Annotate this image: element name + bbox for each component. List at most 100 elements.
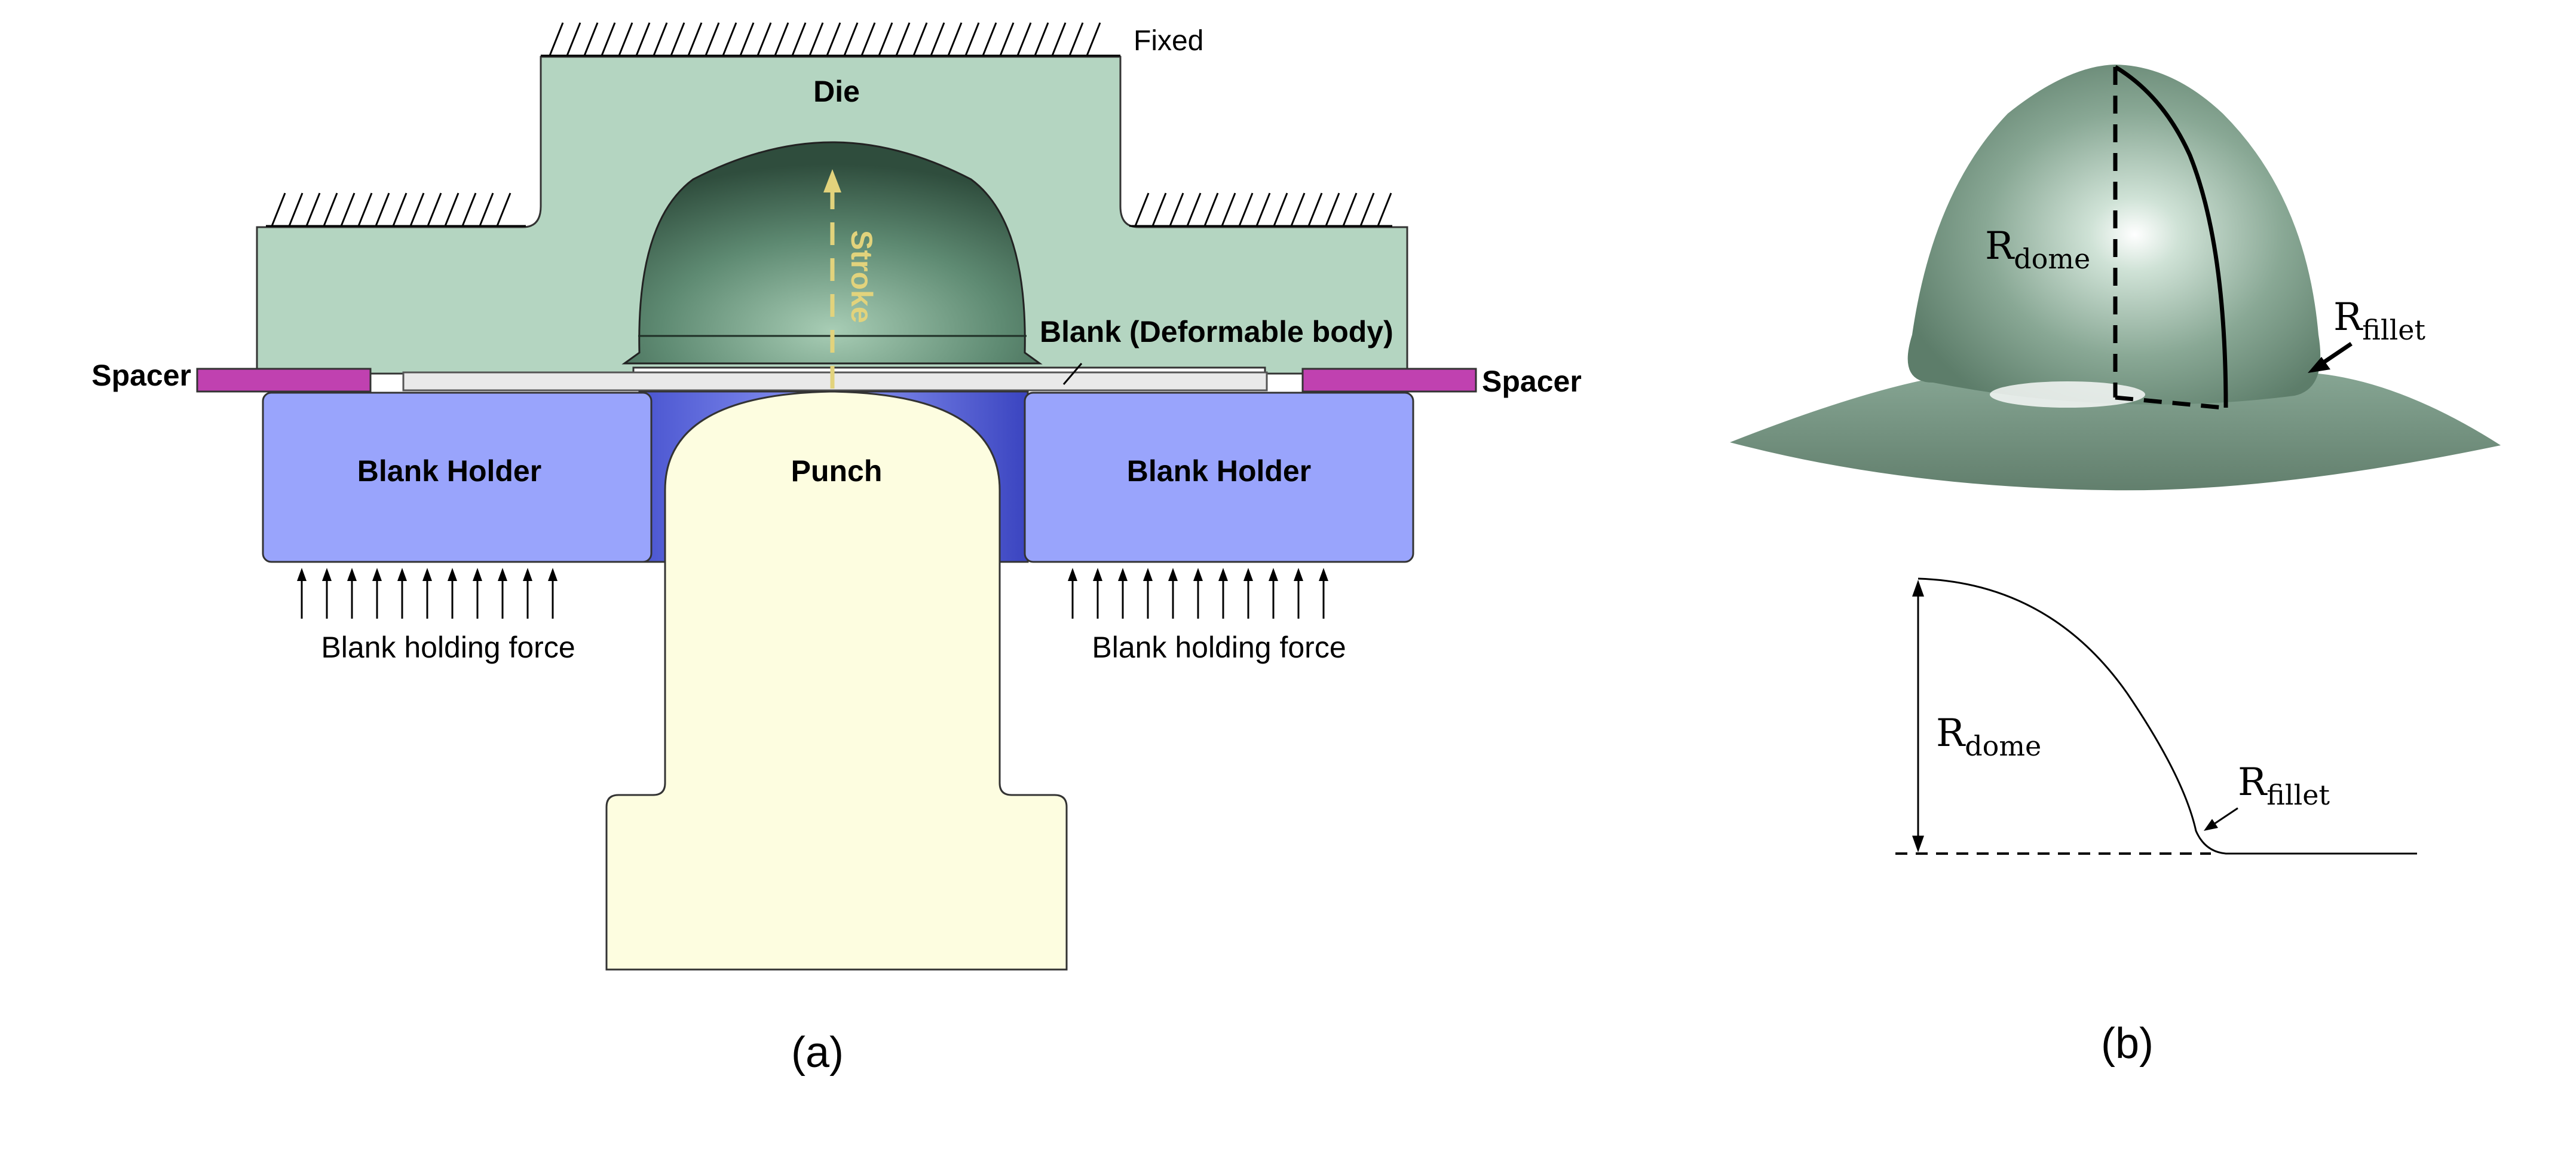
spacer-left-label: Spacer [91, 359, 191, 392]
hatch-line [843, 22, 859, 56]
r-dome-label-3d: Rdome [1985, 224, 2090, 275]
hatch-line [323, 192, 338, 227]
force-arrow-head [347, 568, 357, 581]
r-symbol: R [2333, 295, 2363, 340]
hatch-line [1051, 22, 1067, 56]
fillet-subscript: fillet [2266, 779, 2330, 811]
hatch-line [722, 22, 737, 56]
stroke-label: Stroke [845, 230, 878, 323]
blank-holder-left [262, 392, 653, 563]
hatch-line [375, 192, 390, 227]
hatch-line [1151, 192, 1167, 227]
hatch-line [635, 22, 651, 56]
force-arrows-right [1068, 568, 1328, 619]
hatch-line [860, 22, 876, 56]
force-arrow-head [1319, 568, 1328, 581]
r-symbol: R [2238, 760, 2268, 805]
force-arrow-head [448, 568, 457, 581]
force-arrow-head [548, 568, 558, 581]
hatch-line [1325, 192, 1340, 227]
hatch-line [947, 22, 963, 56]
r-symbol: R [1936, 711, 1966, 756]
hatch-line [1034, 22, 1049, 56]
hatch-line [964, 22, 980, 56]
panel-a: Fixed Die Stroke Blank (Deformable body)… [91, 22, 1582, 1077]
hatch-line [479, 192, 494, 227]
die-dome-cavity [621, 141, 1043, 365]
force-arrow-head [322, 568, 332, 581]
hatch-line [808, 22, 824, 56]
hatch-left [271, 192, 511, 227]
hatch-line [357, 192, 373, 227]
r-symbol: R [1985, 224, 2015, 268]
blank-leader [1062, 363, 1083, 385]
dome-flange [1730, 374, 2501, 491]
hatch-line [1377, 192, 1392, 227]
hatch-line [1255, 192, 1271, 227]
hatch-line [288, 192, 304, 227]
hatch-line [1169, 192, 1184, 227]
stroke-arrow-head [823, 169, 841, 192]
hatch-line [1307, 192, 1323, 227]
hatch-line [912, 22, 928, 56]
hatch-line [409, 192, 425, 227]
hatch-line [895, 22, 911, 56]
hatch-line [705, 22, 720, 56]
blank-label: Blank (Deformable body) [1040, 315, 1393, 348]
hatch-right [1134, 192, 1392, 227]
hatch-line [444, 192, 460, 227]
hatch-line [791, 22, 807, 56]
r-fillet-label-2d: Rfillet [2238, 760, 2330, 811]
caption-a: (a) [791, 1029, 844, 1077]
hatch-line [1134, 192, 1150, 227]
blank-sheet [402, 371, 1268, 392]
hatch-top [549, 22, 1101, 56]
fixed-label: Fixed [1134, 25, 1203, 57]
r-fillet-label-3d: Rfillet [2333, 295, 2426, 346]
hatch-line [1068, 22, 1084, 56]
force-arrow-head [1068, 568, 1077, 581]
punch-body [605, 390, 1068, 971]
hatch-line [1342, 192, 1358, 227]
hatch-line [1016, 22, 1032, 56]
panel-b: Rdome Rfillet Rdome Rfillet (b) [1730, 65, 2501, 1068]
force-arrow-head [1243, 568, 1253, 581]
hatch-line [566, 22, 581, 56]
force-arrow-head [523, 568, 532, 581]
hatch-line [271, 192, 286, 227]
hatch-line [930, 22, 945, 56]
dimension-arrow-top [1912, 580, 1924, 597]
force-arrow-head [397, 568, 407, 581]
hatch-line [670, 22, 685, 56]
r-fillet-arrow-2d [2210, 807, 2238, 827]
force-arrow-head [1143, 568, 1153, 581]
r-fillet-arrowhead-2d [2204, 819, 2218, 831]
dome-shell [1907, 65, 2321, 405]
profile-2d-curve [1918, 577, 2417, 855]
hatch-line [1238, 192, 1254, 227]
hatch-line [392, 192, 408, 227]
dome-subscript: dome [1965, 730, 2041, 762]
caption-b: (b) [2101, 1020, 2154, 1068]
hatch-line [461, 192, 477, 227]
force-left-label: Blank holding force [321, 631, 575, 664]
die-label: Die [813, 75, 860, 108]
force-arrow-head [498, 568, 507, 581]
hatch-line [739, 22, 755, 56]
dimension-arrow-bottom [1912, 836, 1924, 852]
force-arrow-head [1093, 568, 1102, 581]
punch-label: Punch [791, 454, 883, 488]
blank-holder-right-label: Blank Holder [1127, 454, 1311, 488]
hatch-line [1086, 22, 1101, 56]
hatch-line [1186, 192, 1202, 227]
hatch-line [601, 22, 616, 56]
hatch-line [1203, 192, 1219, 227]
fillet-subscript: fillet [2362, 314, 2425, 346]
force-arrow-head [1294, 568, 1303, 581]
hatch-line [756, 22, 772, 56]
hatch-line [305, 192, 321, 227]
force-right-label: Blank holding force [1092, 631, 1346, 664]
hatch-line [549, 22, 564, 56]
force-arrow-head [1168, 568, 1178, 581]
